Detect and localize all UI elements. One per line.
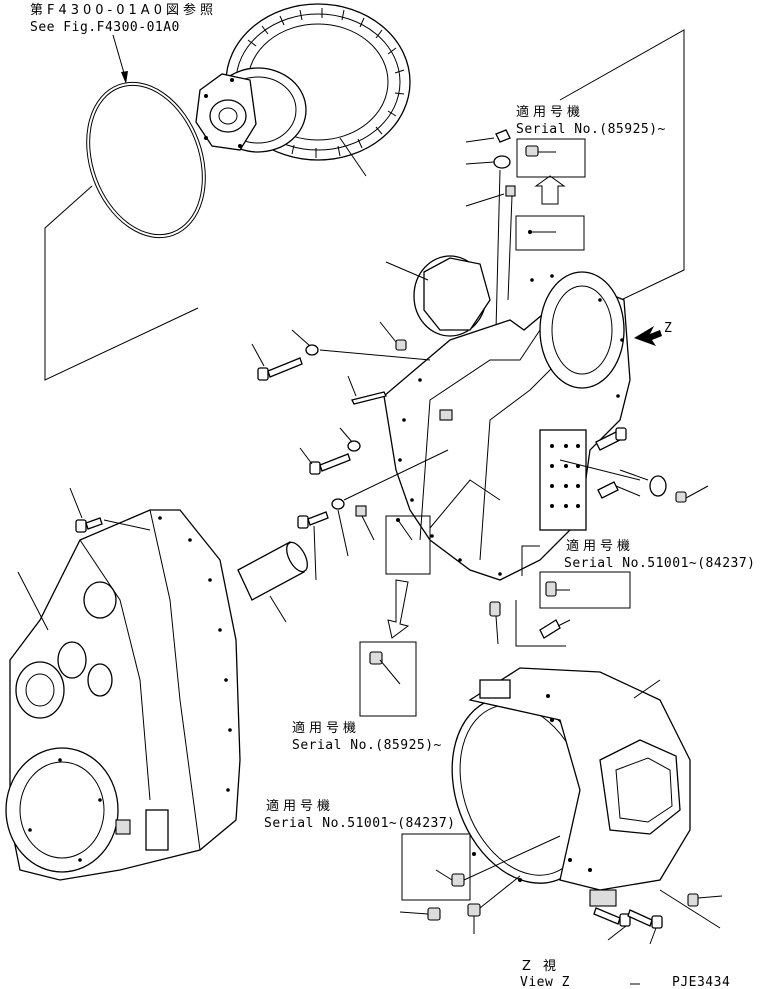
dipstick-tube: [495, 169, 501, 331]
bolt-icon: [593, 907, 631, 941]
o-ring-leader-box: [44, 185, 199, 381]
washer-icon: [291, 329, 319, 356]
washer-icon: [339, 427, 361, 452]
bolt-icon: [595, 427, 627, 451]
plug-icon: [369, 651, 401, 685]
plug-icon: [489, 601, 501, 645]
frame-leader-right: [559, 29, 685, 311]
view-z-arrow: [634, 326, 662, 346]
down-arrow: [387, 579, 410, 639]
eye-bolt-icon: [619, 469, 667, 497]
bolt-icon: [539, 619, 571, 639]
pin-icon: [347, 375, 387, 405]
bolt-icon: [597, 481, 641, 499]
case-leader: [385, 261, 429, 281]
view-z-label-jp: Z 視: [522, 959, 560, 974]
detail-box-lower: [359, 641, 417, 717]
plug-icon: [355, 505, 375, 541]
converter-leader: [339, 137, 367, 177]
view-z-label-en: View Z: [520, 975, 570, 989]
o-ring: [86, 81, 206, 239]
view-z-letter: Z: [664, 321, 672, 336]
detail-box-center: [385, 515, 431, 575]
rear-case: [5, 509, 241, 881]
plug-icon: [465, 185, 516, 207]
up-arrow: [534, 175, 566, 205]
leader-arrowhead: [121, 71, 128, 84]
applies-label-center: 適用号機: [292, 720, 360, 736]
plug-icon: [687, 893, 723, 907]
plug-icon: [439, 409, 453, 421]
serial-label-top: Serial No.(85925)~: [516, 122, 666, 137]
housing-leader: [633, 679, 661, 699]
rear-case-leader: [17, 571, 49, 631]
plug-icon: [379, 321, 407, 351]
detail-box-top: [516, 138, 586, 178]
plug-icon: [545, 581, 570, 597]
plug-icon: [399, 907, 441, 921]
washer-icon: [331, 498, 349, 557]
plug-icon: [675, 485, 709, 503]
bolt-icon: [627, 909, 663, 945]
shaft-icon: [237, 541, 308, 623]
washer-icon: [465, 155, 511, 169]
applies-label-right: 適用号機: [566, 538, 634, 554]
serial-label-center: Serial No.(85925)~: [292, 738, 442, 753]
plug-icon: [465, 129, 511, 143]
plug-icon: [525, 145, 556, 157]
detail-box-right: [539, 571, 631, 609]
reference-label-jp: 第F4300-01A0図参照: [30, 2, 217, 18]
torque-converter: [195, 3, 411, 161]
detail-box-bottom: [401, 833, 471, 901]
bolt-icon: [299, 447, 351, 475]
serial-label-lower: Serial No.51001~(84237): [264, 816, 456, 831]
drawing-code: PJE3434: [672, 975, 730, 989]
bolt-icon: [251, 343, 303, 381]
detail-box-mid: [515, 215, 585, 251]
transmission-case: [383, 255, 631, 581]
bolt-icon: [69, 487, 103, 533]
plug-icon: [435, 869, 465, 887]
serial-label-right: Serial No.51001~(84237): [564, 556, 756, 571]
bolt-icon: [297, 511, 329, 581]
converter-housing-view-z: [451, 667, 691, 907]
reference-label-en: See Fig.F4300-01A0: [30, 20, 180, 35]
applies-label-lower: 適用号機: [266, 798, 334, 814]
applies-label-top: 適用号機: [516, 104, 584, 120]
o-ring-inner: [89, 84, 203, 236]
plug-icon: [467, 903, 481, 934]
